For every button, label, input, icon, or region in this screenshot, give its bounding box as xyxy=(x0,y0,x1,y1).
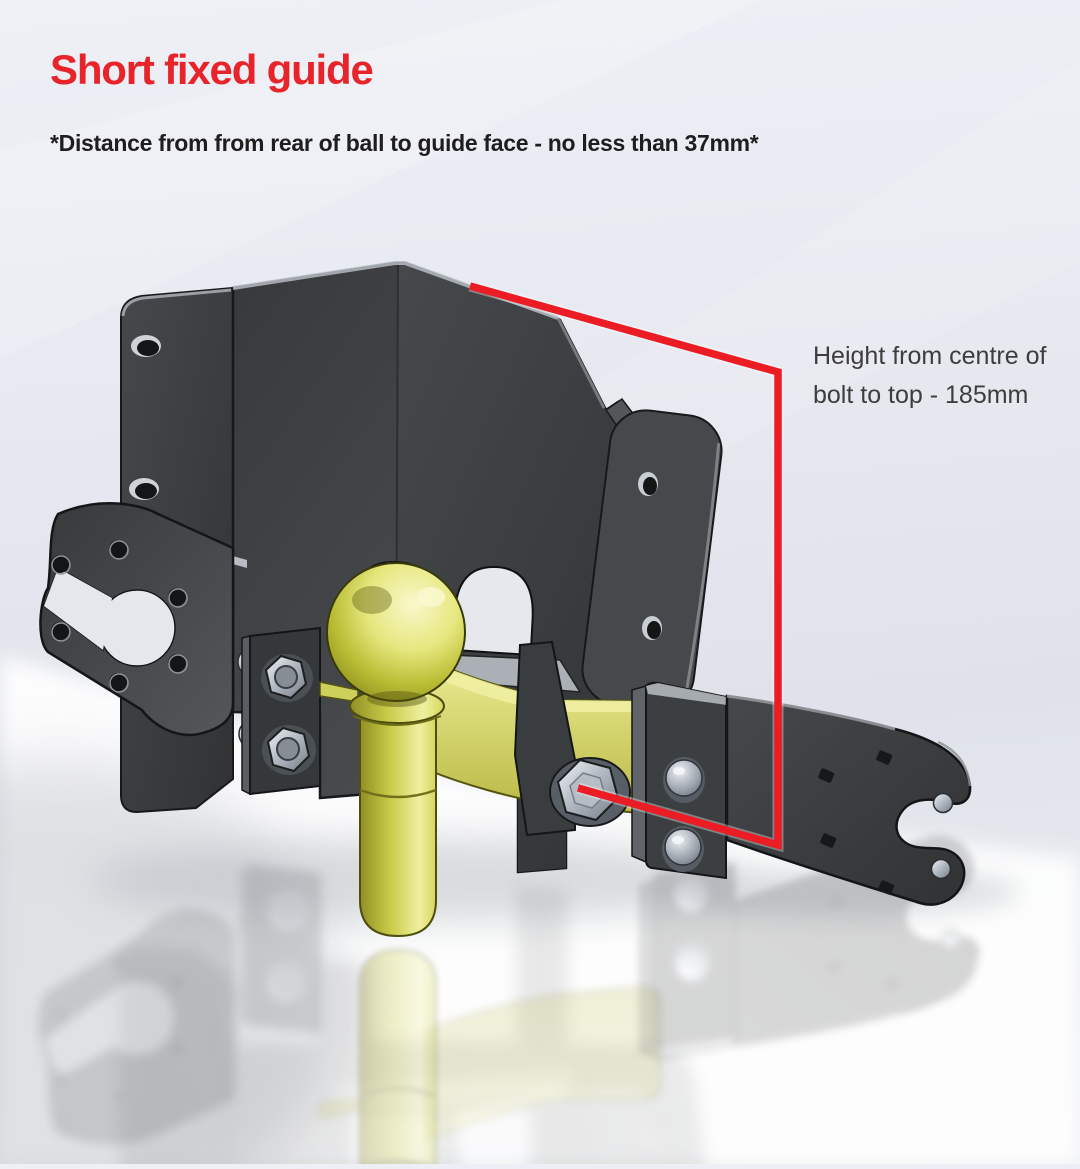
page-title: Short fixed guide xyxy=(50,46,374,93)
distance-note: *Distance from from rear of ball to guid… xyxy=(50,130,759,156)
light-streak xyxy=(0,0,760,360)
height-callout: Height from centre of bolt to top - 185m… xyxy=(813,342,1047,409)
height-measurement-line xyxy=(468,282,782,850)
left-hex-nuts-plate xyxy=(237,627,321,795)
